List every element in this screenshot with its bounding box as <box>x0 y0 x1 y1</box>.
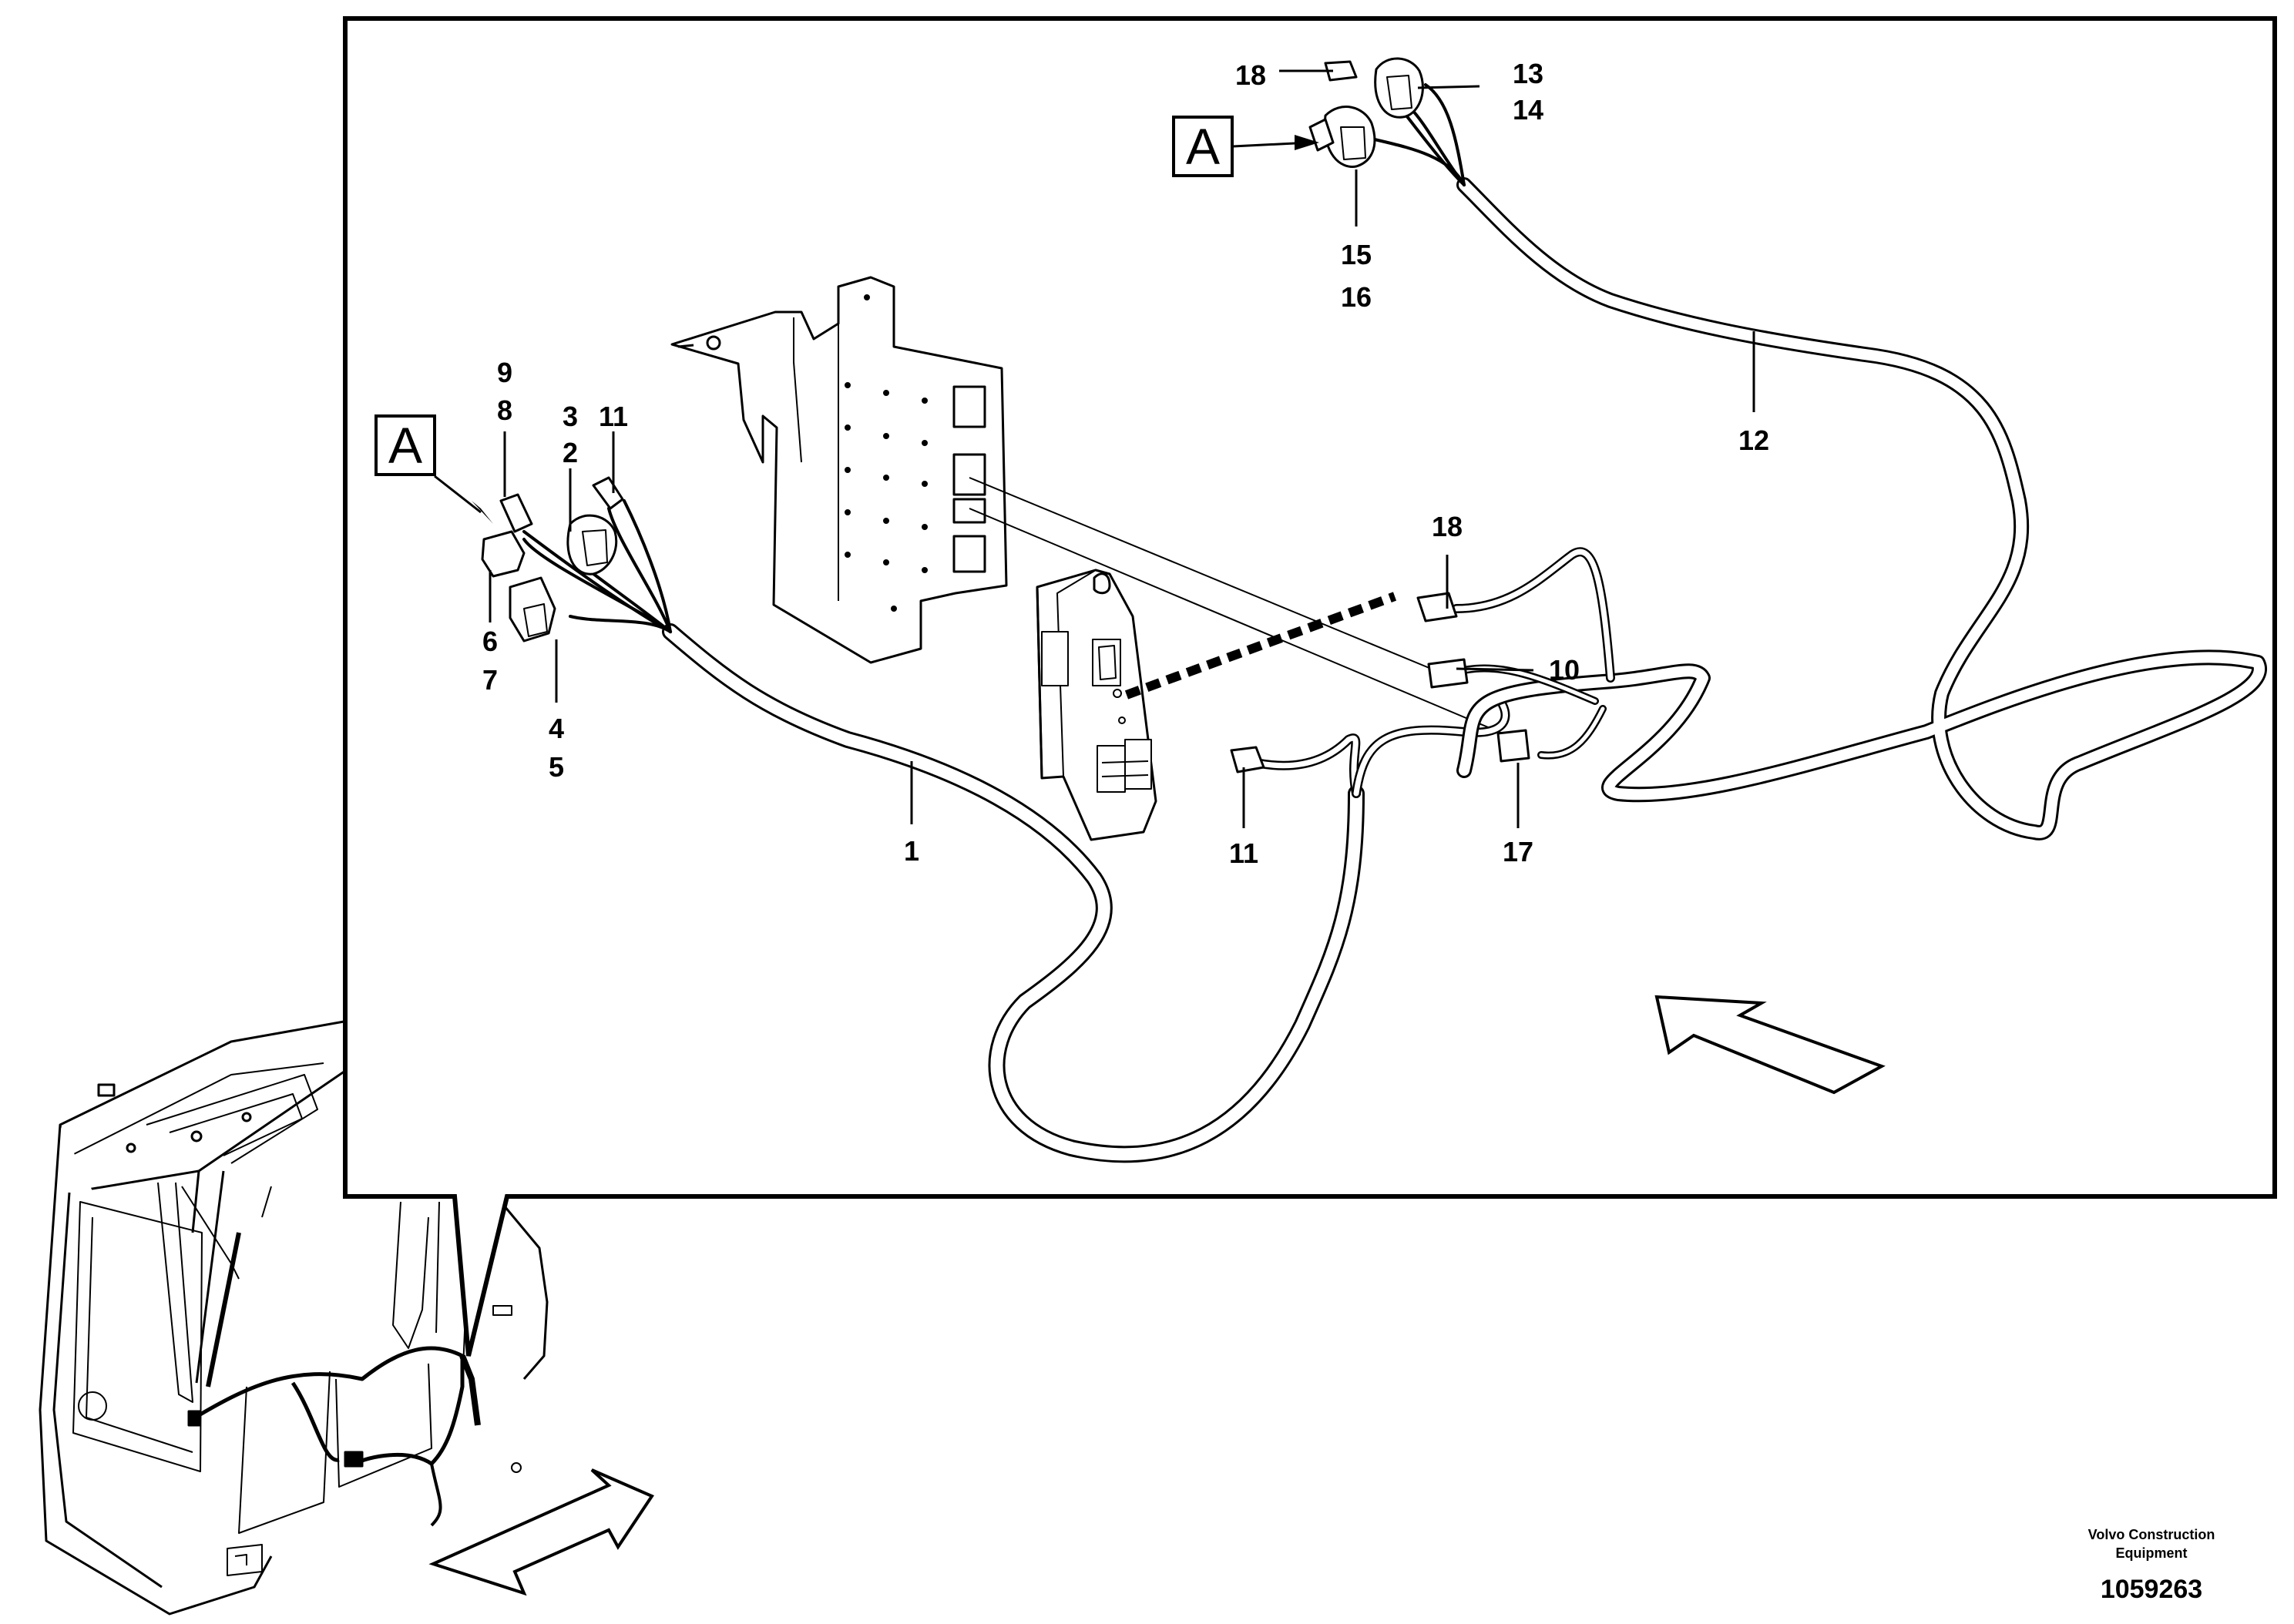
item-number: 5 <box>549 751 564 783</box>
document-number: 1059263 <box>2101 1575 2202 1604</box>
cab-overview <box>39 1019 549 1616</box>
item-number: 16 <box>1341 281 1372 313</box>
company-name-line1: Volvo Construction <box>2088 1527 2215 1542</box>
detail-frame <box>343 16 2277 1357</box>
item-number: 14 <box>1513 94 1543 126</box>
detail-ref-left: A <box>374 414 493 524</box>
item-number: 2 <box>563 437 578 468</box>
leader-lines <box>489 69 1755 828</box>
dashed-mounting-line <box>1124 592 1397 700</box>
direction-arrow-detail <box>1654 995 1886 1095</box>
item-number: 9 <box>497 357 512 388</box>
direction-arrow-overview <box>428 1468 654 1596</box>
item-number: 11 <box>1229 837 1258 869</box>
detail-ref-top: A <box>1172 116 1319 177</box>
detail-ref-label: A <box>1186 118 1220 175</box>
item-number: 17 <box>1503 836 1533 867</box>
item-number: 18 <box>1235 59 1266 91</box>
item-number: 15 <box>1341 239 1372 270</box>
mounting-lines <box>969 477 1503 734</box>
item-number: 6 <box>482 626 498 657</box>
item-number: 8 <box>497 394 512 426</box>
item-number: 18 <box>1432 511 1463 542</box>
item-number: 12 <box>1738 424 1769 456</box>
control-module <box>1036 569 1157 841</box>
item-number: 7 <box>482 664 498 696</box>
company-name-line2: Equipment <box>2116 1545 2188 1561</box>
item-number: 3 <box>563 401 578 432</box>
item-number: 11 <box>599 401 628 432</box>
footer: Volvo Construction Equipment 1059263 <box>2088 1527 2215 1604</box>
item-number: 13 <box>1513 58 1543 89</box>
item-number: 1 <box>904 835 919 867</box>
detail-ref-label: A <box>388 417 422 474</box>
mounting-bracket <box>670 276 1008 664</box>
item-number: 4 <box>549 713 564 744</box>
item-number: 10 <box>1549 654 1580 686</box>
item-numbers: 9 8 3 2 11 6 7 4 5 1 11 17 10 18 12 15 1… <box>482 58 1769 869</box>
wiring-harness <box>522 83 2267 1163</box>
